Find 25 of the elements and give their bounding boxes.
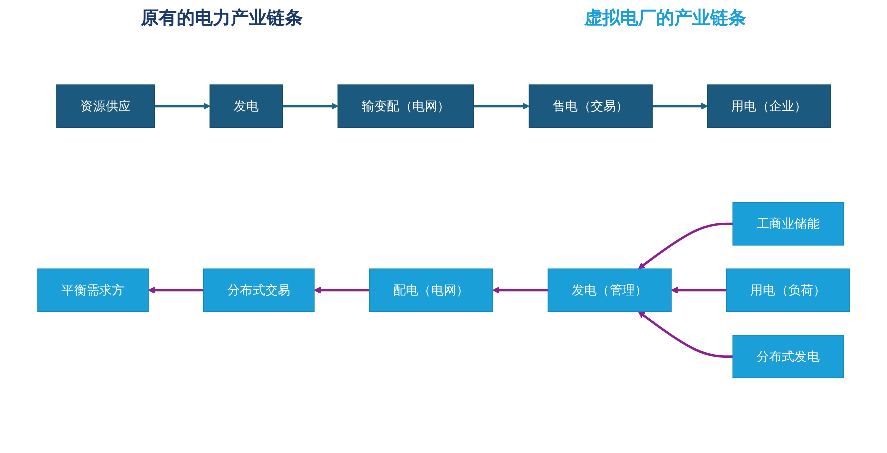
arrow [638, 312, 733, 358]
arrow [148, 287, 204, 294]
node-box [726, 269, 850, 313]
node-box [547, 269, 672, 313]
flowchart: 工商业储能 平衡需求方 分布式交易 配电（电网） 发电（管理） 用电（负荷） 分布式发电 资源供应 发电 输变配（电网） 售电（交易） 用电（企业） [4, 59, 884, 405]
arrow [474, 103, 530, 110]
node-box [209, 85, 283, 129]
arrow [670, 287, 726, 294]
arrow [314, 287, 370, 294]
arrow [652, 103, 708, 110]
row-heading: 虚拟电厂的产业链条 [584, 7, 746, 30]
arrow [282, 103, 338, 110]
node-box [337, 85, 474, 129]
node-box [528, 85, 652, 129]
node-box [732, 335, 844, 379]
arrow [492, 287, 548, 294]
node-box [202, 269, 314, 313]
arrow [154, 103, 210, 110]
row-heading: 原有的电力产业链条 [140, 7, 303, 30]
arrow [638, 223, 733, 270]
node-box [37, 269, 148, 313]
node-box [732, 202, 844, 246]
node-box [368, 269, 493, 313]
node-box [706, 85, 831, 129]
node-box [56, 85, 155, 129]
